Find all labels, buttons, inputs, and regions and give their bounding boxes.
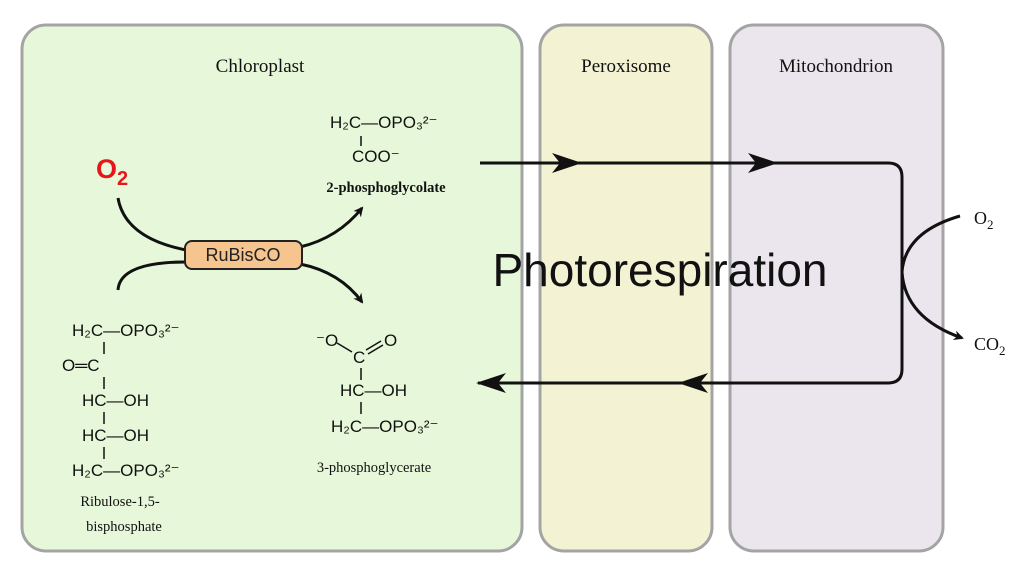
rubp-name-line2: bisphosphate (86, 519, 162, 535)
oxygen-input-label: O2 (96, 154, 128, 190)
rubp-line5: H₂C—OPO₃²⁻ (72, 461, 180, 480)
phosphoglycolate-line1: H₂C—OPO₃²⁻ (330, 113, 438, 132)
bond-line (336, 342, 353, 353)
chloroplast-title: Chloroplast (216, 56, 305, 77)
mitochondrion-compartment (728, 23, 945, 553)
arrowhead-left-icon (678, 373, 708, 393)
bond-line (367, 344, 384, 355)
rubp-line4: HC—OH (82, 426, 149, 445)
o2-to-rubisco-curve (116, 197, 187, 252)
mito-o2-label: O2 (974, 208, 994, 232)
phosphoglycerate-line2: HC—OH (340, 381, 407, 400)
peroxisome-compartment (538, 23, 714, 553)
phosphoglycerate-carbonyl-o: O (384, 331, 397, 350)
bond-line (365, 340, 382, 351)
phosphoglycolate-line2: COO⁻ (352, 147, 400, 166)
rubisco-label: RuBisCO (205, 245, 280, 265)
process-label: Photorespiration (493, 244, 828, 296)
rubisco-enzyme-box (184, 240, 303, 270)
rubp-to-rubisco-curve (116, 260, 187, 291)
phosphoglycerate-line3: H₂C—OPO₃²⁻ (331, 417, 439, 436)
arrowhead-left-icon (476, 373, 506, 393)
arrowhead-right-icon (552, 153, 582, 173)
mito-co2-label: CO2 (974, 334, 1006, 358)
rubp-line3: HC—OH (82, 391, 149, 410)
rubp-line2: O═C (62, 356, 100, 375)
mitochondrion-title: Mitochondrion (779, 56, 893, 77)
rubisco-to-phosphoglycerate-arrow (299, 262, 364, 304)
phosphoglycolate-name: 2-phosphoglycolate (326, 180, 446, 196)
peroxisome-title: Peroxisome (581, 56, 671, 77)
arrowhead-right-icon (748, 153, 778, 173)
rubp-name-line1: Ribulose-1,5- (80, 494, 160, 510)
rubisco-to-phosphoglycolate-arrow (299, 206, 364, 249)
phosphoglycerate-carbon: C (353, 348, 365, 367)
phosphoglycerate-name: 3-phosphoglycerate (317, 460, 431, 476)
phosphoglycerate-carboxylate-o: ⁻O (316, 331, 338, 350)
chloroplast-compartment (20, 23, 524, 553)
rubp-line1: H₂C—OPO₃²⁻ (72, 321, 180, 340)
o2-co2-exchange-arrow (900, 214, 964, 341)
